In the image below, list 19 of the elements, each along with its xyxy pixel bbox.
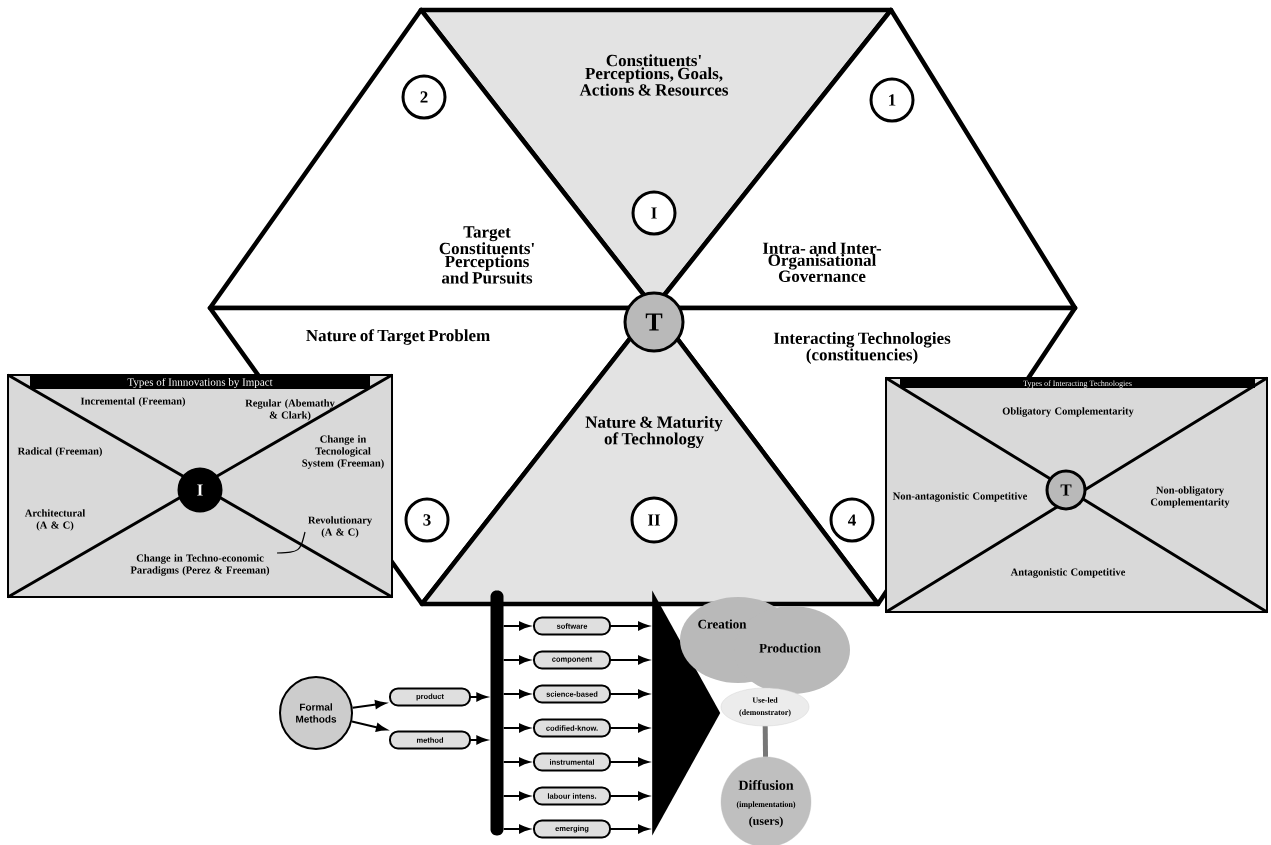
arrow [470,735,487,745]
arrow [502,791,530,801]
arrow [502,689,530,699]
arrow [610,621,649,631]
arrow [610,723,649,733]
arrow [610,824,649,834]
arrow [502,655,530,665]
arrow [610,757,649,767]
arrow [351,720,387,732]
arrow [502,824,530,834]
arrow [470,692,487,702]
arrow [502,723,530,733]
arrow [610,689,649,699]
vertical-bar [490,590,504,836]
arrow [351,700,386,709]
arrow [502,621,530,631]
arrow [610,791,649,801]
arrow [502,757,530,767]
arrow [610,655,649,665]
